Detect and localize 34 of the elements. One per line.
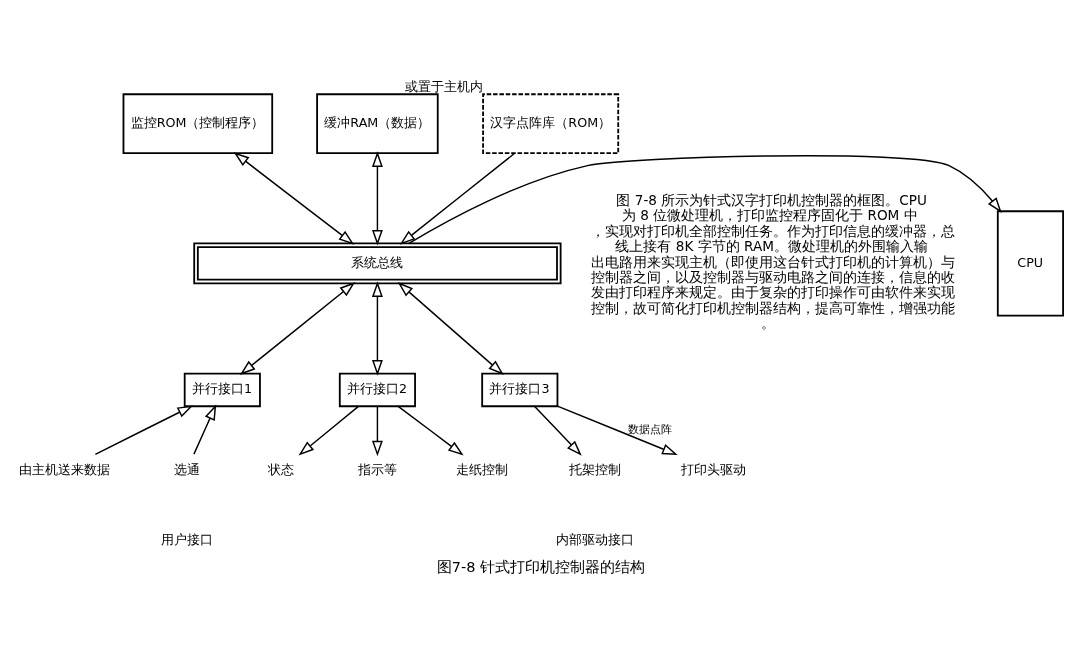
node-text: 状态 [268,461,295,477]
arrow [193,403,217,455]
node-box: 并行接口1 [183,372,261,407]
node-box: 汉字点阵库（ROM） [482,92,620,154]
node-text: 托架控制 [568,461,621,477]
arrow [408,154,1002,244]
node-text: 选通 [173,461,200,477]
arrow [371,405,383,456]
node-text: 走纸控制 [456,461,509,477]
arrow [533,405,582,456]
arrow [371,280,383,376]
arrow [397,281,504,375]
arrow [397,405,464,455]
arrow [239,281,356,375]
node-box: 并行接口3 [481,372,559,407]
node-box: 并行接口2 [338,372,416,407]
node-text: 打印头驱动 [681,461,747,477]
label: 图 7-8 所示为针式汉字打印机控制器的框图。CPU 为 8 位微处理机，打印监控程序固化于 ROM 中，实现对打印机全部控制任务。作为打印信息的缓冲器，总线上接有 8K 字节的 RAM。微处理机的外围输入输出电路用来实现主机（即使用这台针式打印机的计算机）与控制器之间，以及控制器与驱动电路之间的连接，信息的收发由打印程序来规定。由于复杂的打印操作可由软件来实现控制，故可简化打印机控制器结构，提高可靠性，增强功能。 [591,191,956,331]
caption: 图7-8 针式打印机控制器的结构 [436,558,646,575]
arrow [94,404,194,455]
node-box: CPU [996,209,1064,316]
label: 内部驱动接口 [556,531,635,547]
arrow [298,405,360,456]
arrow [399,152,516,245]
label: 用户接口 [160,531,213,547]
arrow [233,151,355,245]
node-box: 监控ROM（控制程序） [122,92,274,154]
node-text: 由主机送来数据 [19,461,111,477]
edge-label: 数据点阵 [627,422,672,436]
node-box: 缓冲RAM（数据） [316,92,439,154]
node-label: 或置于主机内 [405,78,484,94]
arrow [556,404,678,455]
node-text: 指示等 [357,461,397,477]
arrow [371,150,383,246]
